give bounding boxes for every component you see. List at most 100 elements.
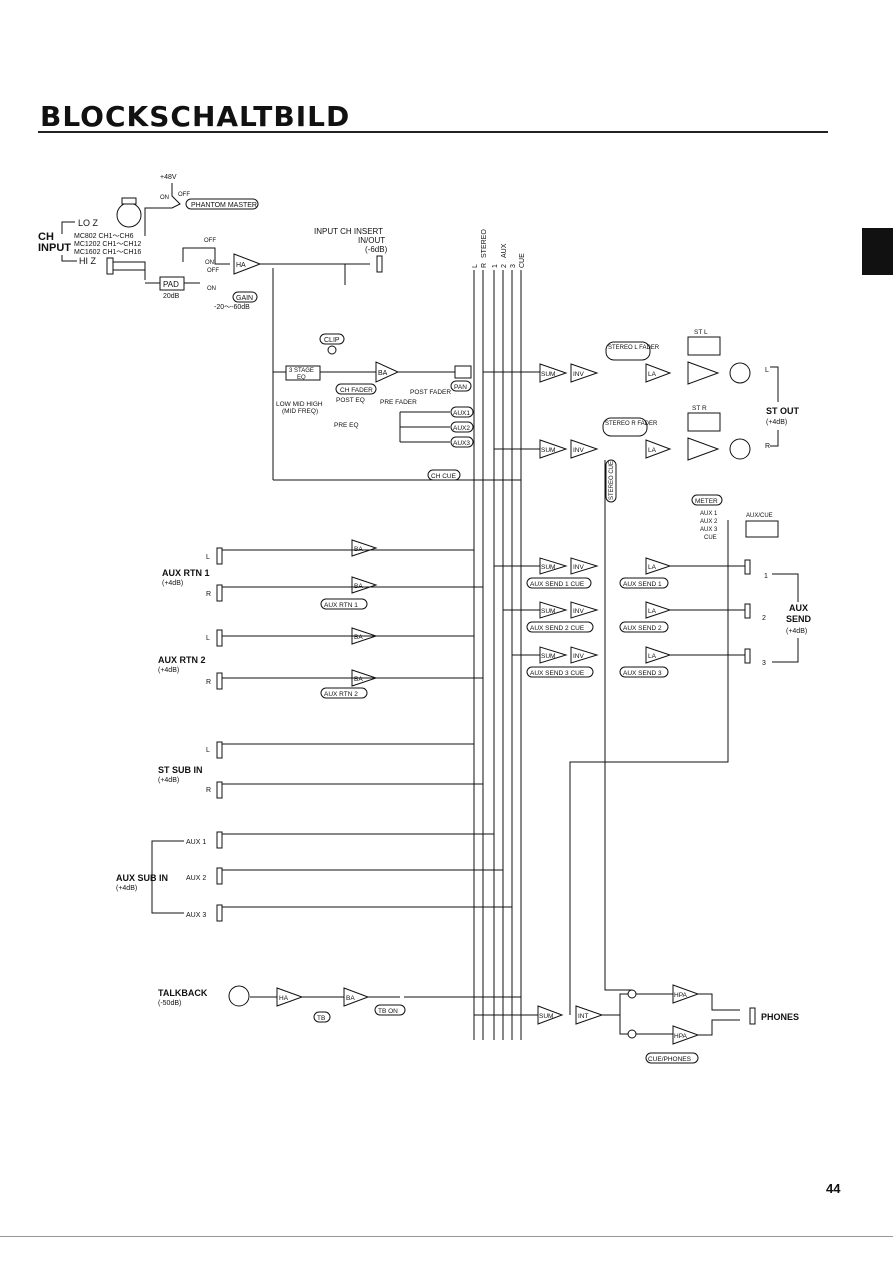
cue-phones-label: CUE/PHONES [648, 1056, 692, 1063]
bus-label-stereo: STEREO [481, 229, 488, 258]
bus-label-2: 2 [501, 264, 508, 268]
eq-bands: LOW MID HIGH [276, 401, 323, 408]
phones-int: INT [578, 1013, 589, 1020]
aux-send-section: SUM INV LA AUX SEND 1 CUE AUX SEND 1 1 S… [494, 557, 812, 678]
aux-send-level: (+4dB) [786, 628, 807, 635]
stereo-cue-label: STEREO CUE [609, 461, 615, 500]
model-2: MC1202 CH1～CH12 [74, 241, 141, 248]
bus-label-cue: CUE [519, 253, 526, 268]
aux-rtn-section: AUX RTN 1 (+4dB) L R BA BA AUX RTN 1 AUX… [158, 539, 483, 699]
eq-label-1: 3 STAGE [289, 368, 314, 374]
aux-sub-label: AUX SUB IN [116, 873, 168, 883]
eq-label-2: EQ [297, 375, 306, 381]
aux1-send-label: AUX1 [453, 410, 470, 417]
switch-on-1: ON [205, 260, 214, 266]
post-eq-label: POST EQ [336, 397, 365, 404]
pre-fader-label: PRE FADER [380, 399, 417, 406]
meter-cue: CUE [704, 535, 717, 541]
hi-z-label: HI Z [79, 256, 97, 266]
bus-label-3: 3 [510, 264, 517, 268]
post-fader-label: POST FADER [410, 389, 451, 396]
aux-send-2-la: LA [648, 608, 657, 615]
aux-send-3-cue: AUX SEND 3 CUE [530, 670, 585, 677]
aux-rtn-2-ba-r: BA [354, 676, 363, 683]
aux-send-num-2: 2 [762, 615, 766, 622]
aux-rtn-2-level: (+4dB) [158, 667, 179, 674]
talkback-xlr-icon [228, 985, 250, 1007]
model-3: MC1602 CH1～CH16 [74, 249, 141, 256]
aux-send-3-la: LA [648, 653, 657, 660]
bus-label-1: 1 [492, 264, 499, 268]
aux-send-num-1: 1 [764, 573, 768, 580]
ch-ba-label: BA [378, 370, 388, 377]
aux-rtn-1-label: AUX RTN 1 [162, 568, 210, 578]
aux-rtn-1-l: L [206, 554, 210, 561]
aux-send-title-2: SEND [786, 614, 812, 624]
aux-rtn-1-r: R [206, 591, 211, 598]
pad-label: PAD [163, 280, 179, 289]
aux-send-1-cue: AUX SEND 1 CUE [530, 581, 585, 588]
aux3-send-label: AUX3 [453, 440, 470, 447]
gain-range: -20～-60dB [214, 304, 250, 311]
channel-section: CLIP 3 STAGE EQ LOW MID HIGH (MID FREQ) … [273, 333, 521, 481]
talkback-section: TALKBACK (-50dB) HA BA TB TB ON [158, 985, 521, 1023]
switch-off-1: OFF [204, 238, 216, 244]
aux-sub-section: AUX SUB IN (+4dB) AUX 1 AUX 2 AUX 3 [116, 831, 512, 922]
phantom-master-label: PHANTOM MASTER [191, 202, 257, 209]
talkback-level: (-50dB) [158, 1000, 181, 1007]
phantom-off: OFF [178, 192, 190, 198]
pre-eq-label: PRE EQ [334, 422, 359, 429]
aux-send-1-la: LA [648, 564, 657, 571]
bus-label-group: L R STEREO 1 2 3 AUX CUE [472, 229, 526, 268]
section-tab [862, 228, 893, 275]
meter-label: METER [695, 498, 718, 505]
sum-l-label: SUM [541, 371, 555, 378]
aux-rtn-2-knob: AUX RTN 2 [324, 691, 358, 698]
pad-value: 20dB [163, 293, 180, 300]
phones-sum: SUM [539, 1013, 553, 1020]
aux-cue-label: AUX/CUE [746, 513, 773, 519]
aux-sub-2: AUX 2 [186, 875, 206, 882]
phones-label: PHONES [761, 1012, 799, 1022]
aux-send-3-inv: INV [573, 653, 585, 660]
switch-on-2: ON [207, 286, 216, 292]
switch-off-2: OFF [207, 268, 219, 274]
sum-r-label: SUM [541, 447, 555, 454]
aux-rtn-2-r: R [206, 679, 211, 686]
insert-section: INPUT CH INSERT IN/OUT (-6dB) [272, 227, 388, 480]
talkback-ha: HA [279, 995, 289, 1002]
hpa-l: HPA [674, 992, 688, 999]
out-l-label: L [765, 367, 769, 374]
st-sub-section: ST SUB IN (+4dB) L R [158, 741, 483, 799]
ch-label: CH [38, 231, 54, 243]
la-l-label: LA [648, 371, 657, 378]
tb-on-label: TB ON [378, 1008, 398, 1015]
insert-line1: INPUT CH INSERT [314, 227, 383, 236]
xlr-out-l-icon [729, 362, 751, 384]
st-out-label: ST OUT [766, 406, 800, 416]
phantom-on: ON [160, 195, 169, 201]
aux-sub-level: (+4dB) [116, 885, 137, 892]
bus-label-aux: AUX [501, 243, 508, 258]
aux-send-2-label: AUX SEND 2 [623, 625, 662, 632]
title-rule [38, 131, 828, 133]
meter-l-label: ST L [694, 329, 708, 336]
aux-send-2-sum: SUM [541, 608, 555, 615]
meter-aux2: AUX 2 [700, 519, 718, 525]
lo-z-label: LO Z [78, 218, 99, 228]
aux-send-2-inv: INV [573, 608, 585, 615]
aux-rtn-2-l: L [206, 635, 210, 642]
aux2-send-label: AUX2 [453, 425, 470, 432]
out-r-label: R [765, 443, 770, 450]
aux-send-1-sum: SUM [541, 564, 555, 571]
meter-r-label: ST R [692, 405, 707, 412]
inv-r-label: INV [573, 447, 585, 454]
aux-rtn-2-ba-l: BA [354, 634, 363, 641]
aux-send-3-sum: SUM [541, 653, 555, 660]
st-sub-l: L [206, 747, 210, 754]
hpa-r: HPA [674, 1033, 688, 1040]
input-label: INPUT [38, 242, 71, 254]
bus-label-l: L [472, 264, 479, 268]
ha-label: HA [236, 262, 246, 269]
